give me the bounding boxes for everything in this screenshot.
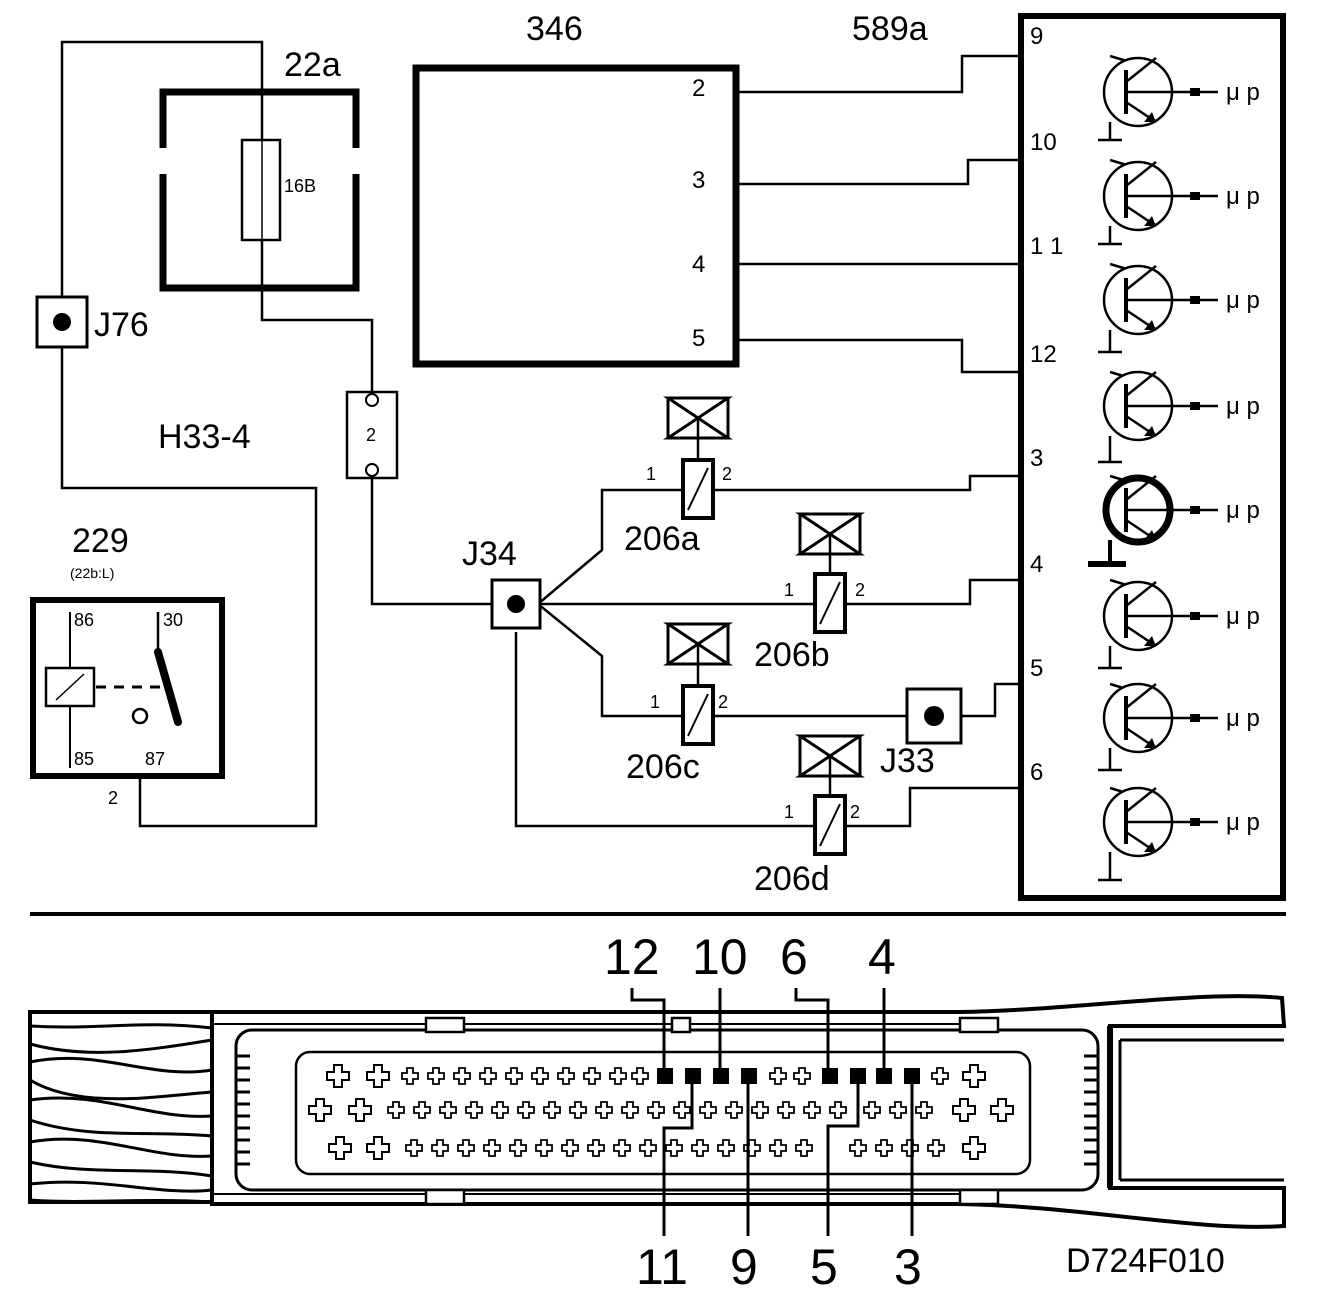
module-pin-2: 2 xyxy=(692,75,705,102)
valve-206b-pin2: 2 xyxy=(855,580,865,600)
pin-label-5: 5 xyxy=(810,1239,838,1295)
valve-206d-label: 206d xyxy=(754,860,830,898)
relay-box-label: 22a xyxy=(284,46,341,84)
pin-label-10: 10 xyxy=(692,929,748,985)
ecu-pin-11: 1 1 xyxy=(1030,233,1063,260)
ecu-pin-3: 3 xyxy=(1030,445,1043,472)
module-pin-5: 5 xyxy=(692,325,705,352)
valve-206b-label: 206b xyxy=(754,636,830,674)
pin-label-3: 3 xyxy=(894,1239,922,1295)
ecu-589a: 589a 9 10 1 1 12 3 4 5 6 μ p μ p μ p μ p… xyxy=(852,10,1286,901)
mu-p-label: μ p xyxy=(1226,705,1260,732)
ecu-pin-9: 9 xyxy=(1030,23,1043,50)
module-pin-3: 3 xyxy=(692,167,705,194)
ecu-transistors xyxy=(1088,54,1220,882)
relay-sub-label: (22b:L) xyxy=(70,565,114,581)
pin-label-9: 9 xyxy=(730,1239,758,1295)
relay-pin-85: 85 xyxy=(74,749,94,769)
ecu-pin-5: 5 xyxy=(1030,655,1043,682)
transistor-9 xyxy=(1098,54,1220,142)
pin-label-6: 6 xyxy=(780,929,808,985)
ecu-pin-4: 4 xyxy=(1030,551,1043,578)
mu-p-label: μ p xyxy=(1226,183,1260,210)
relay-box-22a: 16B 22a xyxy=(159,46,360,292)
mu-p-label: μ p xyxy=(1226,809,1260,836)
valve-206c-pin1: 1 xyxy=(650,692,660,712)
valve-206c-label: 206c xyxy=(626,748,700,786)
mu-p-label: μ p xyxy=(1226,497,1260,524)
mu-p-label: μ p xyxy=(1226,393,1260,420)
pin-label-11: 11 xyxy=(636,1239,688,1295)
valve-206b-pin1: 1 xyxy=(784,580,794,600)
valve-206b: 1 2 206b xyxy=(754,512,865,674)
module-label: 346 xyxy=(526,10,583,48)
junction-j76: J76 xyxy=(35,295,149,349)
transistor-11 xyxy=(1098,262,1220,354)
harness-label: H33-4 xyxy=(158,418,251,456)
transistor-10 xyxy=(1098,158,1220,246)
junction-j33: J33 xyxy=(880,687,963,780)
module-346: 346 2 3 4 5 xyxy=(412,10,740,368)
ecu-connector-view: 12 10 6 4 11 9 5 3 xyxy=(28,929,1287,1295)
fuse xyxy=(240,138,282,242)
valve-206a-pin2: 2 xyxy=(722,464,732,484)
valve-206a: 1 2 206a xyxy=(624,396,732,558)
relay-pin-87: 87 xyxy=(145,749,165,769)
j76-label: J76 xyxy=(94,306,149,344)
transistor-4 xyxy=(1098,578,1220,670)
connector-label: 2 xyxy=(366,425,376,445)
ecu-pin-12: 12 xyxy=(1030,341,1057,368)
pin-label-12: 12 xyxy=(604,929,660,985)
valve-206a-label: 206a xyxy=(624,520,700,558)
ecu-pin-6: 6 xyxy=(1030,759,1043,786)
transistor-12 xyxy=(1098,370,1220,464)
relay-label: 229 xyxy=(72,522,129,560)
junction-j34: J34 xyxy=(462,535,542,630)
valve-206d-pin1: 1 xyxy=(784,802,794,822)
transistor-5 xyxy=(1098,682,1220,772)
module-pin-4: 4 xyxy=(692,251,705,278)
valve-206c-pin2: 2 xyxy=(718,692,728,712)
mu-p-label: μ p xyxy=(1226,79,1260,106)
valve-206d-pin2: 2 xyxy=(850,802,860,822)
valve-206d: 1 2 206d xyxy=(754,734,862,898)
relay-229: 229 (22b:L) 86 30 85 87 2 xyxy=(30,522,225,808)
drawing-number: D724F010 xyxy=(1066,1242,1225,1280)
transistor-6 xyxy=(1098,786,1220,882)
pin-label-4: 4 xyxy=(868,929,896,985)
relay-pin-30: 30 xyxy=(163,610,183,630)
j34-label: J34 xyxy=(462,535,517,573)
relay-pin-86: 86 xyxy=(74,610,94,630)
valve-206c: 1 2 206c xyxy=(626,622,730,786)
pin-leaders xyxy=(630,988,914,1236)
wire-bundle xyxy=(28,1010,214,1204)
j33-label: J33 xyxy=(880,742,935,780)
fuse-rating: 16B xyxy=(284,176,316,196)
ecu-label: 589a xyxy=(852,10,928,48)
mu-p-label: μ p xyxy=(1226,287,1260,314)
transistor-3 xyxy=(1088,474,1220,567)
valve-206a-pin1: 1 xyxy=(646,464,656,484)
relay-wire-label: 2 xyxy=(108,788,118,808)
ecu-pin-10: 10 xyxy=(1030,129,1057,156)
connector-2: 2 xyxy=(345,390,399,480)
mu-p-label: μ p xyxy=(1226,603,1260,630)
